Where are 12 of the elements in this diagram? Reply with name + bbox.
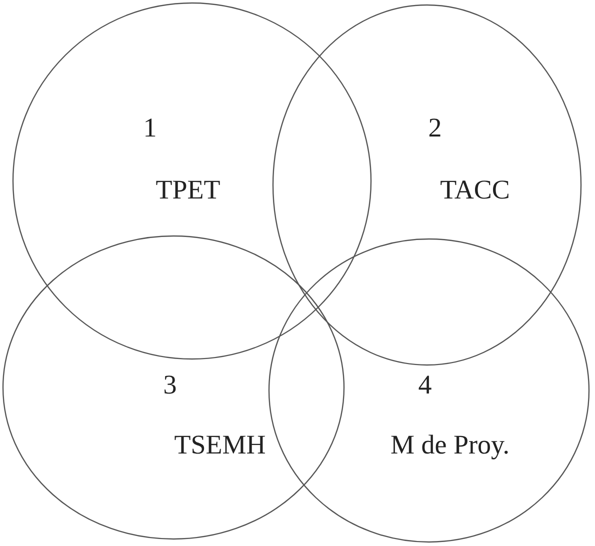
circle-number: 4 bbox=[418, 372, 432, 398]
circle-number: 2 bbox=[428, 114, 442, 142]
circle-label: M de Proy. bbox=[390, 432, 510, 458]
overlap-circle bbox=[272, 4, 582, 366]
overlap-circle bbox=[268, 238, 590, 543]
overlap-circle bbox=[12, 2, 372, 360]
circle-number: 3 bbox=[163, 372, 177, 398]
circle-label: TSEMH bbox=[174, 432, 266, 458]
circle-number: 1 bbox=[143, 114, 157, 142]
overlap-circle bbox=[2, 235, 345, 540]
circle-label: TACC bbox=[440, 176, 510, 204]
circle-label: TPET bbox=[156, 176, 220, 204]
